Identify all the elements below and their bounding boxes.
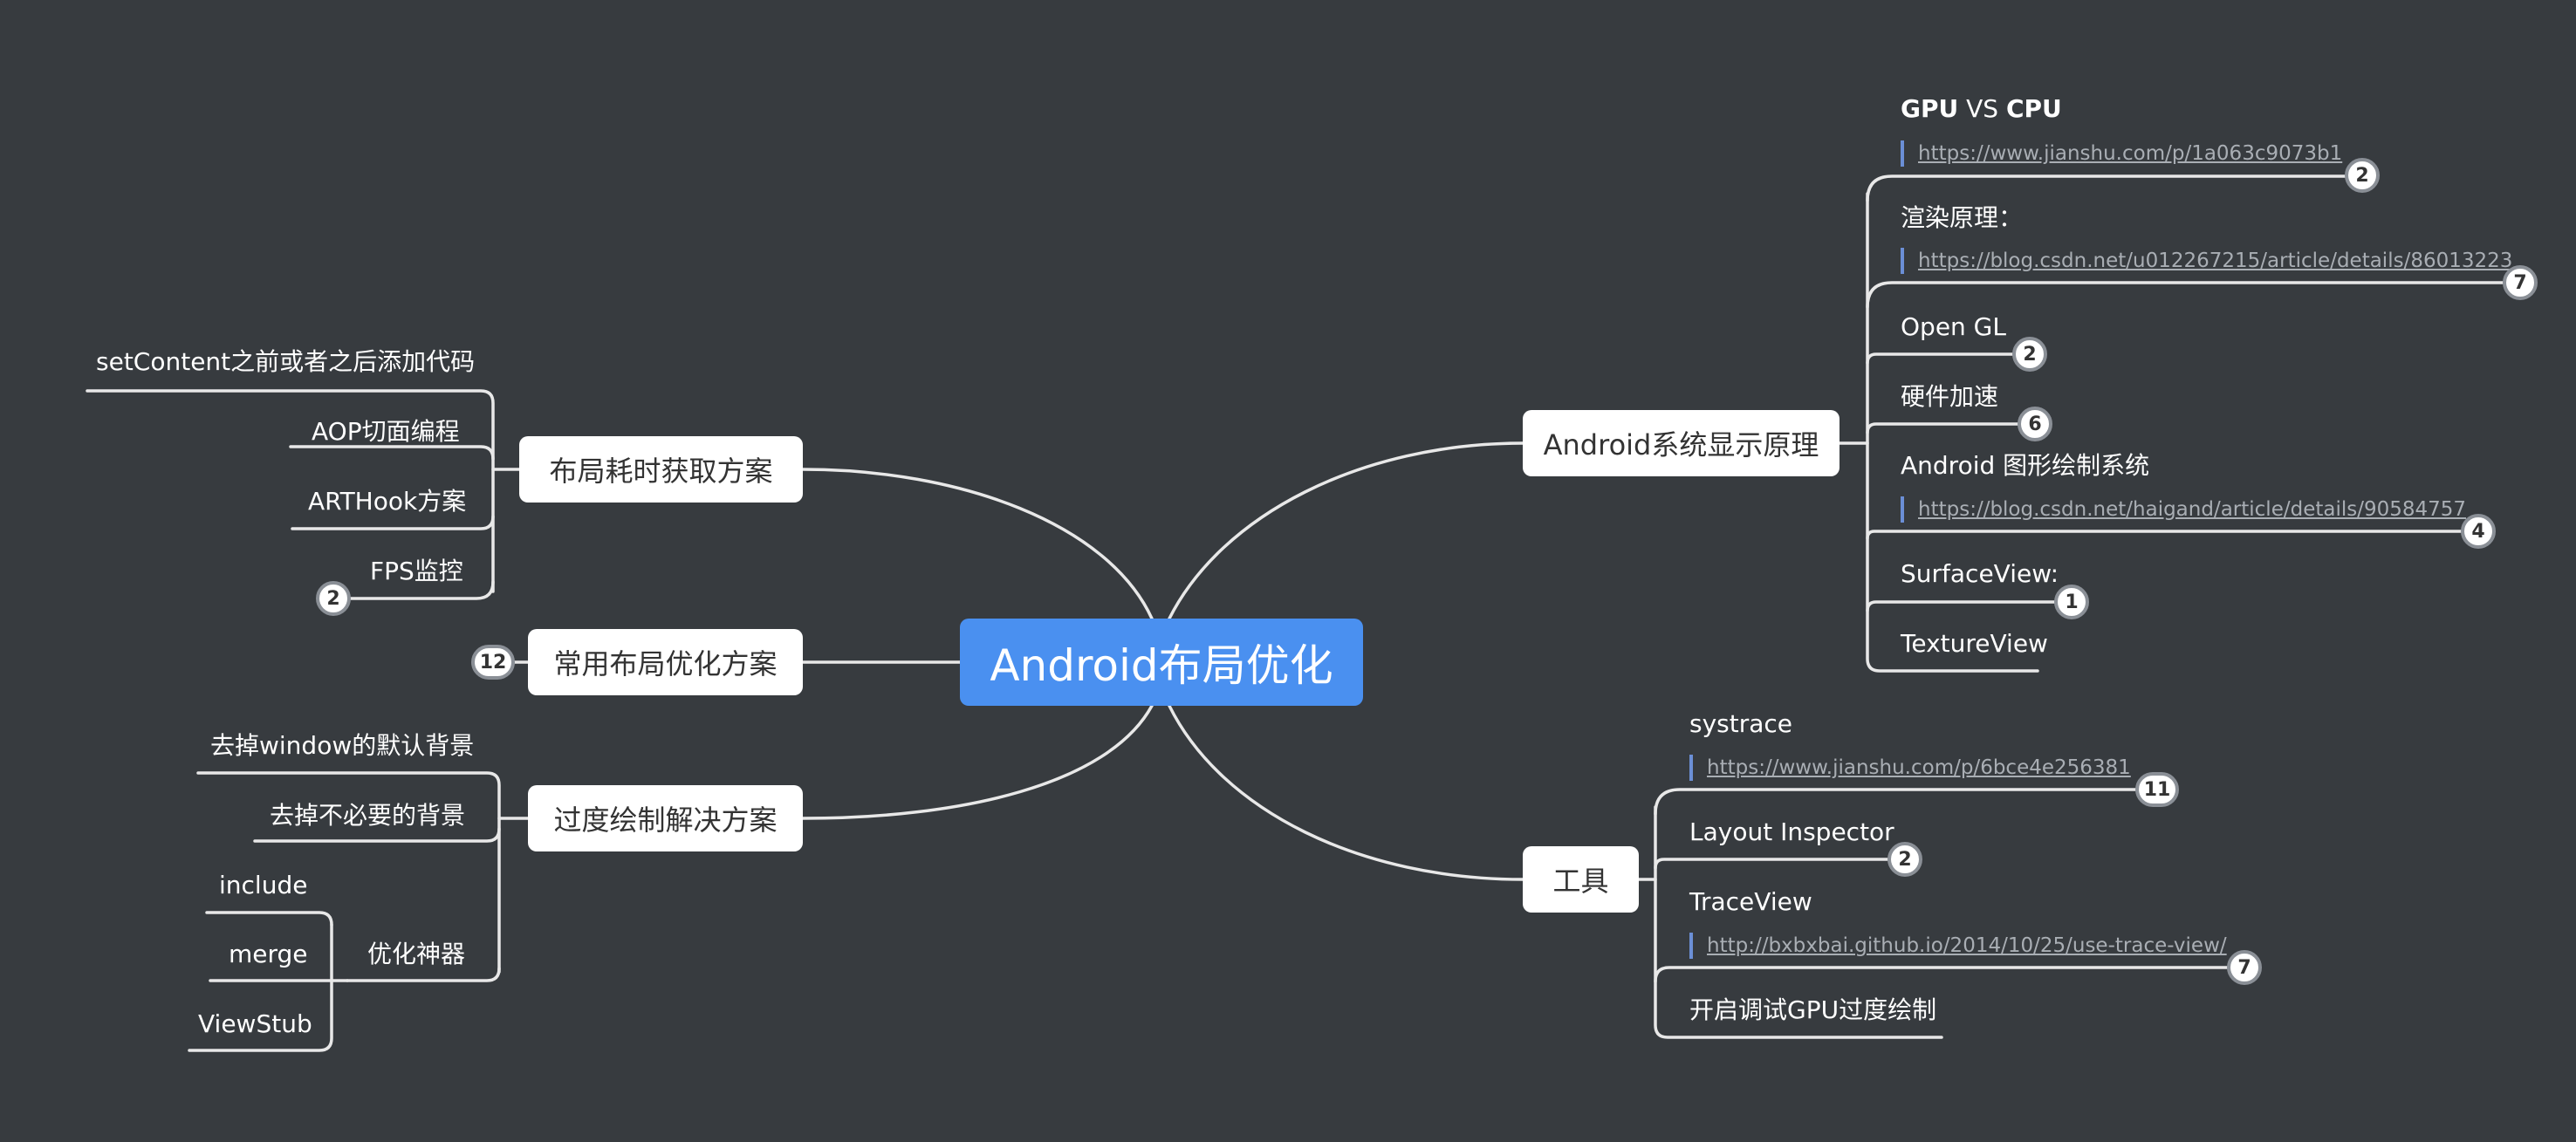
badge-traceview[interactable]: 7 xyxy=(2227,950,2262,985)
leaf-textureview[interactable]: TextureView xyxy=(1901,629,2048,658)
leaf-setcontent[interactable]: setContent之前或者之后添加代码 xyxy=(96,347,476,376)
leaf-traceview[interactable]: TraceView xyxy=(1689,887,1812,916)
leaf-fps-monitor[interactable]: FPS监控 xyxy=(370,557,463,585)
link-graphics-system[interactable]: https://blog.csdn.net/haigand/article/de… xyxy=(1901,496,2466,523)
badge-hw-accel[interactable]: 6 xyxy=(2018,407,2052,441)
link-gpu-vs-cpu[interactable]: https://www.jianshu.com/p/1a063c9073b1 xyxy=(1901,140,2342,168)
root-node[interactable]: Android布局优化 xyxy=(960,619,1363,706)
leaf-optimization-tools[interactable]: 优化神器 xyxy=(367,940,466,968)
leaf-gpu-overdraw[interactable]: 开启调试GPU过度绘制 xyxy=(1689,995,1937,1024)
leaf-layout-inspector[interactable]: Layout Inspector xyxy=(1689,817,1894,846)
leaf-include[interactable]: include xyxy=(219,871,308,899)
node-layout-time[interactable]: 布局耗时获取方案 xyxy=(519,436,803,503)
badge-fps-monitor[interactable]: 2 xyxy=(316,581,351,616)
cpu-text: CPU xyxy=(2005,94,2062,123)
leaf-remove-unneeded-bg[interactable]: 去掉不必要的背景 xyxy=(270,801,466,830)
badge-graphics-system[interactable]: 4 xyxy=(2461,514,2496,549)
vs-text: VS xyxy=(1958,94,2006,123)
badge-layout-inspector[interactable]: 2 xyxy=(1887,842,1922,877)
link-render-principle[interactable]: https://blog.csdn.net/u012267215/article… xyxy=(1901,247,2512,275)
leaf-remove-window-bg[interactable]: 去掉window的默认背景 xyxy=(210,731,475,760)
leaf-gpu-vs-cpu[interactable]: GPU VS CPU xyxy=(1901,92,2062,127)
node-tools[interactable]: 工具 xyxy=(1523,846,1639,913)
gpu-text: GPU xyxy=(1901,94,1959,123)
leaf-systrace[interactable]: systrace xyxy=(1689,709,1793,738)
leaf-render-principle[interactable]: 渲染原理： xyxy=(1901,203,2024,232)
badge-common-optimizations[interactable]: 12 xyxy=(471,645,515,680)
leaf-opengl[interactable]: Open GL xyxy=(1901,312,2006,341)
badge-surfaceview[interactable]: 1 xyxy=(2054,585,2089,619)
leaf-arthook[interactable]: ARTHook方案 xyxy=(308,487,467,516)
leaf-hw-accel[interactable]: 硬件加速 xyxy=(1901,382,1999,411)
leaf-aop[interactable]: AOP切面编程 xyxy=(312,417,460,446)
node-overdraw[interactable]: 过度绘制解决方案 xyxy=(528,785,803,851)
badge-render-principle[interactable]: 7 xyxy=(2503,265,2538,300)
link-traceview[interactable]: http://bxbxbai.github.io/2014/10/25/use-… xyxy=(1689,932,2227,960)
node-common-optimizations[interactable]: 常用布局优化方案 xyxy=(528,629,803,695)
node-display-principle[interactable]: Android系统显示原理 xyxy=(1523,410,1840,476)
badge-systrace[interactable]: 11 xyxy=(2135,772,2179,807)
leaf-merge[interactable]: merge xyxy=(229,940,308,968)
badge-opengl[interactable]: 2 xyxy=(2012,337,2047,372)
badge-gpu-vs-cpu[interactable]: 2 xyxy=(2345,158,2380,193)
leaf-surfaceview[interactable]: SurfaceView: xyxy=(1901,559,2059,588)
link-systrace[interactable]: https://www.jianshu.com/p/6bce4e256381 xyxy=(1689,754,2131,782)
leaf-viewstub[interactable]: ViewStub xyxy=(198,1009,312,1038)
leaf-graphics-system[interactable]: Android 图形绘制系统 xyxy=(1901,451,2150,480)
